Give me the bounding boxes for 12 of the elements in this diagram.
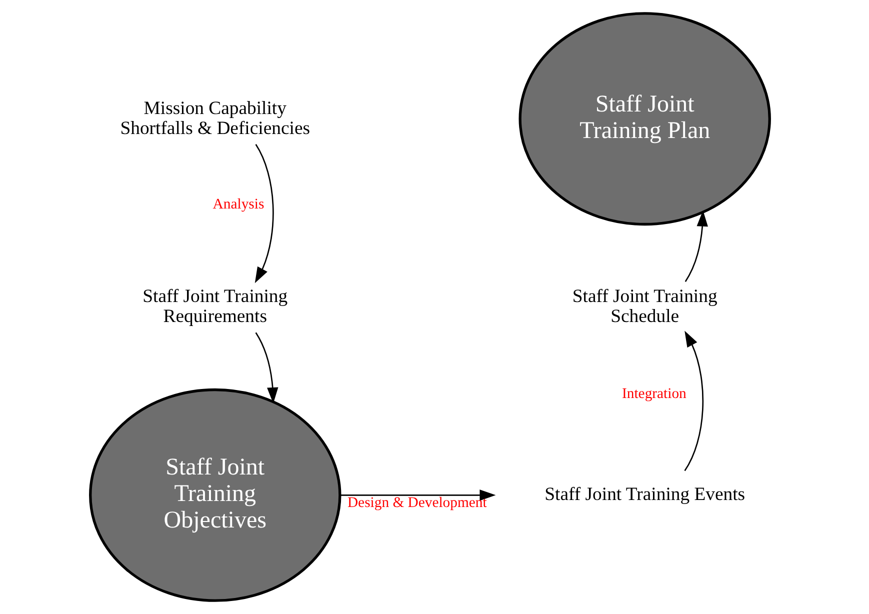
node-text: Staff Joint Training Schedule	[572, 286, 717, 327]
arrow	[254, 144, 274, 284]
edge-label: Integration	[622, 386, 686, 402]
edge-label: Analysis	[212, 196, 264, 213]
arrow	[684, 330, 704, 472]
arrow	[340, 490, 496, 501]
edge-label: Design & Development	[346, 494, 486, 511]
arrow	[684, 210, 708, 282]
arrow	[254, 332, 278, 404]
node-text: Staff Joint Training Requirements	[142, 286, 288, 327]
node-text: Mission Capability Shortfalls & Deficiencies	[120, 98, 310, 139]
node-text: Staff Joint Training Events	[544, 484, 745, 506]
